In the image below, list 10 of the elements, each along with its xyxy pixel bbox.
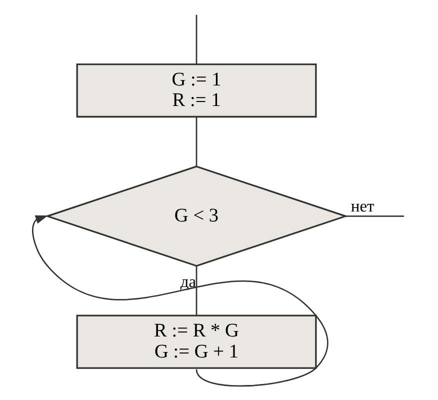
arrow bbox=[32, 215, 328, 387]
connector bbox=[346, 215, 404, 217]
connector bbox=[196, 116, 198, 166]
connector bbox=[196, 266, 198, 316]
edge-label: да bbox=[180, 272, 196, 292]
node-box: G := 1 R := 1 bbox=[76, 63, 317, 118]
node-box: R := R * G G := G + 1 bbox=[76, 314, 317, 369]
connector bbox=[196, 14, 198, 64]
node-diamond: G < 3 bbox=[44, 166, 348, 267]
edge-label: нет bbox=[350, 196, 374, 216]
